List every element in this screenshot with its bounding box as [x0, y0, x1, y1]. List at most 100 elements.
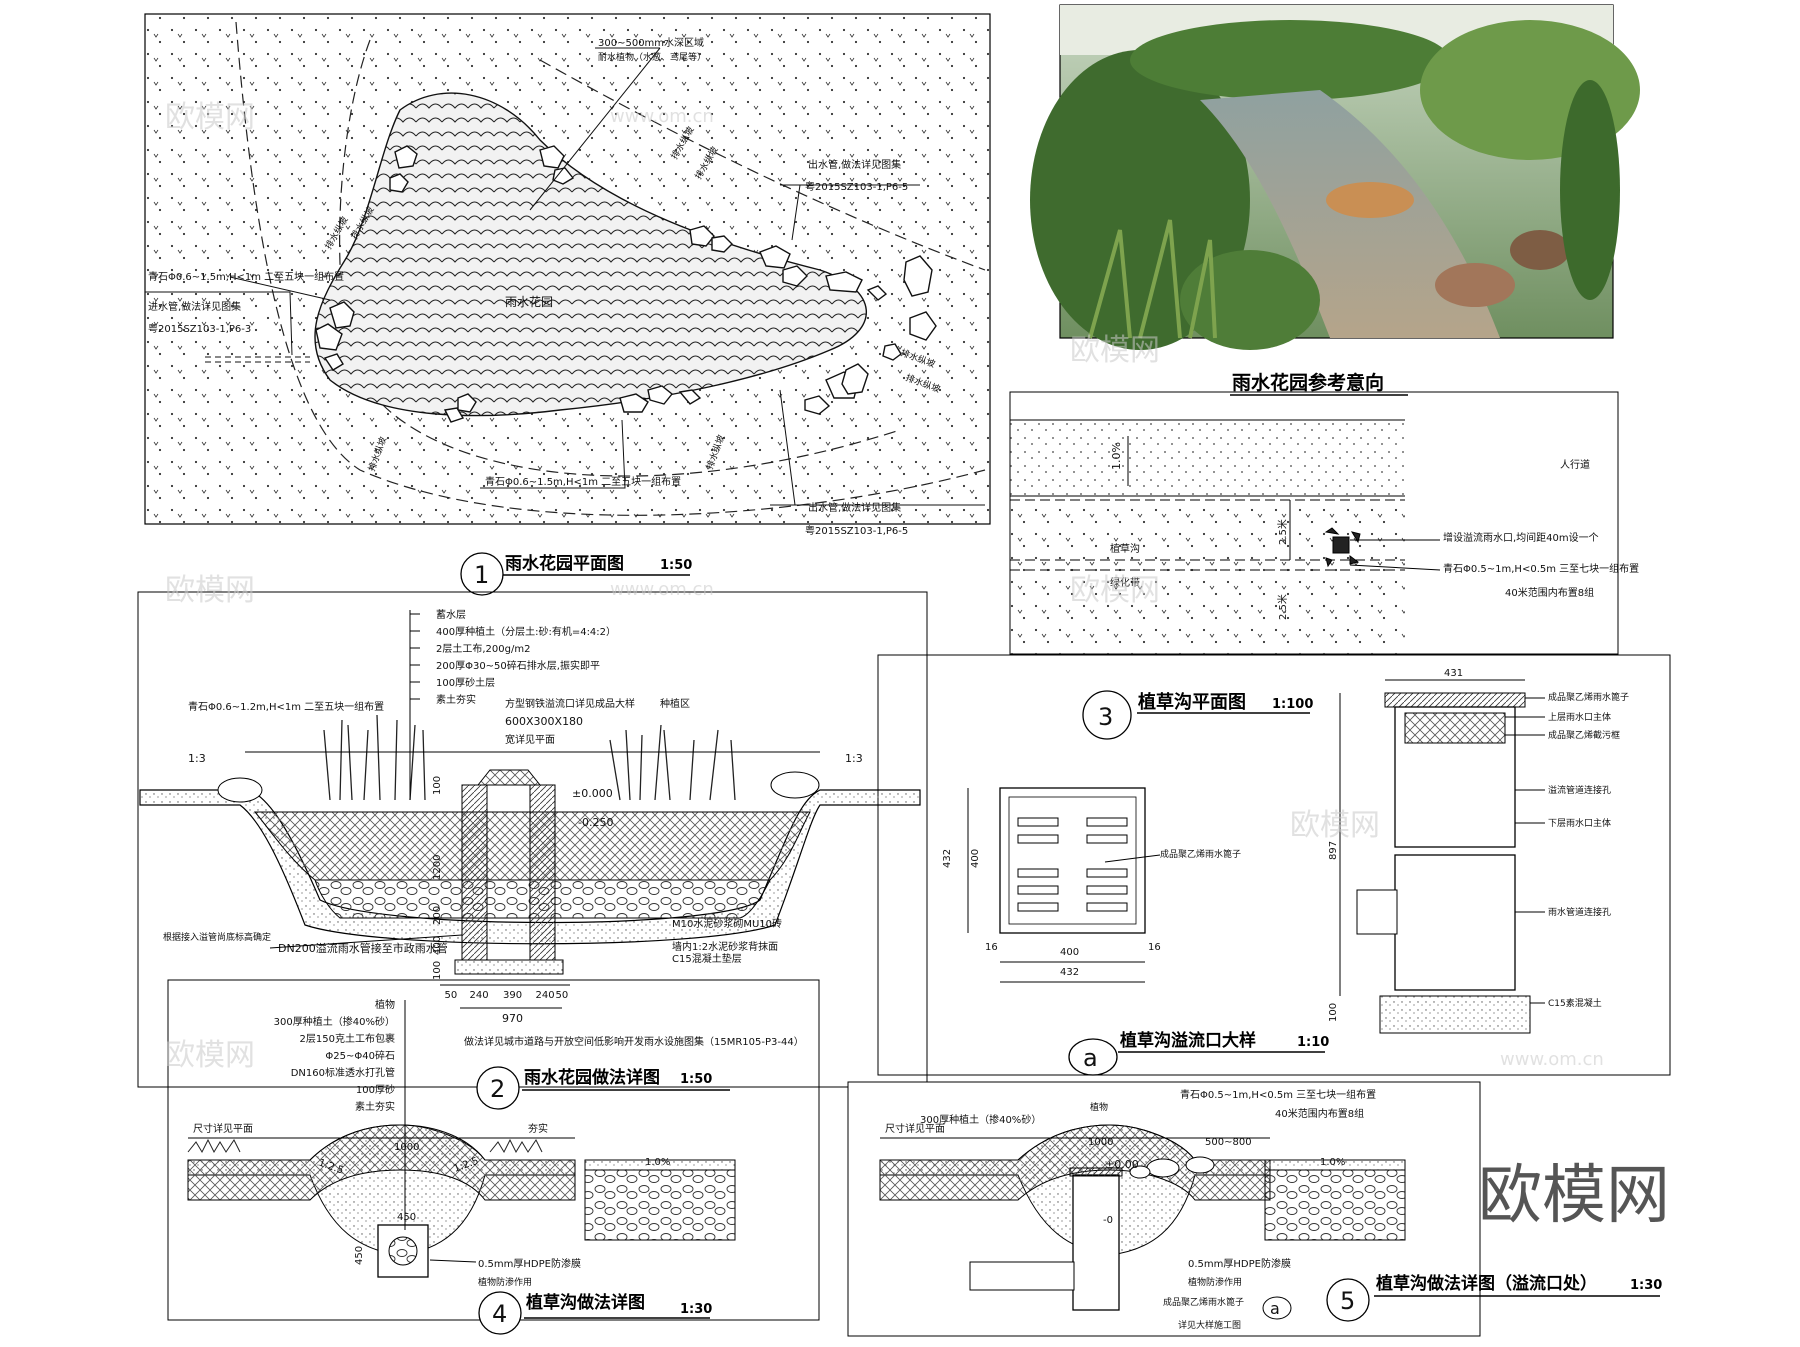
grate-slot: [1086, 834, 1128, 844]
lower-body: [1394, 854, 1516, 991]
perforated-pipe: [388, 1236, 418, 1266]
section4-number-circle: [478, 1291, 522, 1335]
section4-layer-label: 植物: [375, 998, 395, 1011]
section2-slope-right: 1:3: [845, 752, 863, 765]
plan3-dim-b: 2.5米: [1276, 594, 1289, 620]
section5-letter-circle: [1262, 1296, 1292, 1320]
plan-label-outlet-a: 出水管,做法详见图集: [808, 158, 901, 171]
plan-label-outlet-a-ref: 粤2015SZ103-1,P6-5: [805, 180, 908, 193]
watermark-3: 欧模网: [1070, 333, 1160, 368]
section5-level-low: -0: [1103, 1215, 1113, 1226]
grate-slot: [1017, 817, 1059, 827]
watermark-1: 欧模网: [165, 100, 255, 135]
section4-slope2: 1.0%: [645, 1157, 670, 1168]
grate-slot: [1017, 868, 1059, 878]
plan-label-inlet-ref: 粤2015SZ103-1,P6-3: [148, 322, 251, 335]
well-wall-left: [461, 784, 488, 961]
watermark-2: www.om.cn: [610, 106, 714, 127]
inlet-label-1: 成品聚乙烯雨水篦子: [1548, 691, 1629, 703]
plan3-title: 植草沟平面图: [1138, 691, 1246, 713]
rain-garden-plan: 300~500mm水深区域 耐水植物（水葱、鸢尾等） 出水管,做法详见图集 粤2…: [144, 13, 991, 596]
grate-slot: [1086, 885, 1128, 895]
section2-grate: 方型钢铁溢流口详见成品大样: [505, 697, 635, 710]
section2-number-circle: [476, 1066, 520, 1110]
section5-title: 植草沟做法详图（溢流口处）: [1376, 1273, 1597, 1294]
section5-root: 植物防渗作用: [1188, 1276, 1242, 1288]
grate-dim-h-inner: 400: [970, 849, 981, 868]
section2-layer-callouts: 蓄水层400厚种植土（分层土:砂:有机=4:4:2）2层土工布,200g/m22…: [410, 609, 616, 706]
well-wall-right: [529, 784, 556, 961]
plan-label-wet-plants: 耐水植物（水葱、鸢尾等）: [598, 51, 706, 63]
plan-center-label: 雨水花园: [505, 294, 553, 309]
grate-slot: [1017, 885, 1059, 895]
plan3-swale: 植草沟: [1110, 542, 1140, 555]
rain-garden-section: ±0.000 -0.250 1:3 1:3 蓄水层400厚种植土（分层土:砂:有…: [137, 591, 928, 1110]
section4-dim-h: 450: [354, 1246, 365, 1265]
plan-label-inlet: 进水管,做法详见图集: [148, 300, 241, 313]
plan3-dim-a: 2.5米: [1276, 519, 1289, 545]
plan3-number-circle: [1082, 690, 1132, 740]
swale5-stones: [1129, 1156, 1215, 1179]
section2-dim-label: 50: [556, 990, 569, 1001]
section5-soil: 300厚种植土（掺40%砂）: [920, 1113, 1041, 1126]
section2-pipe-note: 根据接入溢管尚底标高确定: [163, 931, 271, 943]
section5-grate: 成品聚乙烯雨水篦子: [1163, 1296, 1244, 1308]
section5-number: 5: [1340, 1287, 1355, 1315]
section2-layer-label: 素土夯实: [436, 693, 476, 706]
watermark-9: www.om.cn: [1500, 1049, 1604, 1070]
section5-install: 详见大样施工图: [1178, 1319, 1241, 1331]
plan3-stone-count: 40米范围内布置8组: [1505, 586, 1594, 599]
overflow-grate: [476, 769, 542, 786]
grate-slot: [1086, 817, 1128, 827]
section4-layer-label: DN160标准透水打孔管: [291, 1066, 395, 1079]
plan-label-wet-zone: 300~500mm水深区域: [598, 36, 704, 49]
section2-slope-left: 1:3: [188, 752, 206, 765]
section2-title: 雨水花园做法详图: [524, 1067, 660, 1088]
grate-top: [1384, 692, 1526, 708]
section4-width: 1000: [394, 1142, 419, 1153]
inlet-dim-base: 100: [1328, 1003, 1339, 1022]
section2-dim-label: 240: [536, 990, 555, 1001]
grate-dim-edge-left: 16: [985, 942, 998, 953]
plan-label-outlet-b-ref: 粤2015SZ103-1,P6-5: [805, 524, 908, 537]
inlet-label-6: 雨水管道连接孔: [1548, 906, 1611, 918]
watermark-4: 欧模网: [165, 573, 255, 608]
inlet-label-3: 成品聚乙烯截污框: [1548, 729, 1620, 741]
road-structure: [584, 1169, 736, 1241]
section2-dim-h: 100: [432, 776, 443, 795]
section2-dim-label: 240: [470, 990, 489, 1001]
section2-level-low: -0.250: [578, 816, 613, 829]
section4-layer-label: 100厚砂: [356, 1083, 395, 1096]
plan1-number: 1: [474, 561, 489, 589]
swale5-pipe: [969, 1261, 1075, 1291]
swale-overflow-symbol: [1324, 527, 1361, 568]
grate-slot: [1086, 868, 1128, 878]
photo-caption: 雨水花园参考意向: [1232, 371, 1384, 394]
inlet-label-5: 下层雨水口主体: [1548, 817, 1611, 829]
section2-number: 2: [490, 1075, 505, 1103]
section2-stone: 青石Φ0.6~1.2m,H<1m 二至五块一组布置: [188, 700, 384, 713]
inner-boundary: [339, 39, 901, 477]
section5-hdpe: 0.5mm厚HDPE防渗膜: [1188, 1257, 1291, 1270]
section4-layer-callouts: 植物300厚种植土（掺40%砂）2层150克土工布包裹Φ25~Φ40碎石DN16…: [274, 998, 395, 1113]
section4-layer-label: 素土夯实: [355, 1100, 395, 1113]
section2-vdim-label: 100: [432, 961, 443, 980]
section2-wall2: 墙内1:2水泥砂浆背抹面: [672, 940, 778, 953]
watermark-7: 欧模网: [1290, 808, 1380, 843]
grass-swale-plan: 1.0% 人行道 植草沟 绿化带 增设溢流雨水口,均间距40m设一个 青石Φ0.…: [1009, 391, 1639, 655]
section-stones: [217, 771, 820, 803]
section5-level: ±0.00: [1105, 1158, 1139, 1171]
plan3-green: 绿化带: [1110, 576, 1140, 589]
grate-dim-h-outer: 432: [942, 849, 953, 868]
section4-title: 植草沟做法详图: [526, 1292, 645, 1313]
section5-stone: 青石Φ0.5~1m,H<0.5m 三至七块一组布置: [1180, 1088, 1376, 1101]
section5-number-circle: [1326, 1278, 1370, 1322]
section5-scale: 1:30: [1630, 1278, 1662, 1293]
grass-swale-section: 植物300厚种植土（掺40%砂）2层150克土工布包裹Φ25~Φ40碎石DN16…: [167, 979, 820, 1335]
section2-grate-size: 600X300X180: [505, 715, 583, 728]
section2-level-top: ±0.000: [572, 787, 613, 800]
section5-slope2: 1.0%: [1320, 1157, 1345, 1168]
section4-layer-label: Φ25~Φ40碎石: [325, 1049, 395, 1062]
plan3-scale: 1:100: [1272, 697, 1313, 712]
